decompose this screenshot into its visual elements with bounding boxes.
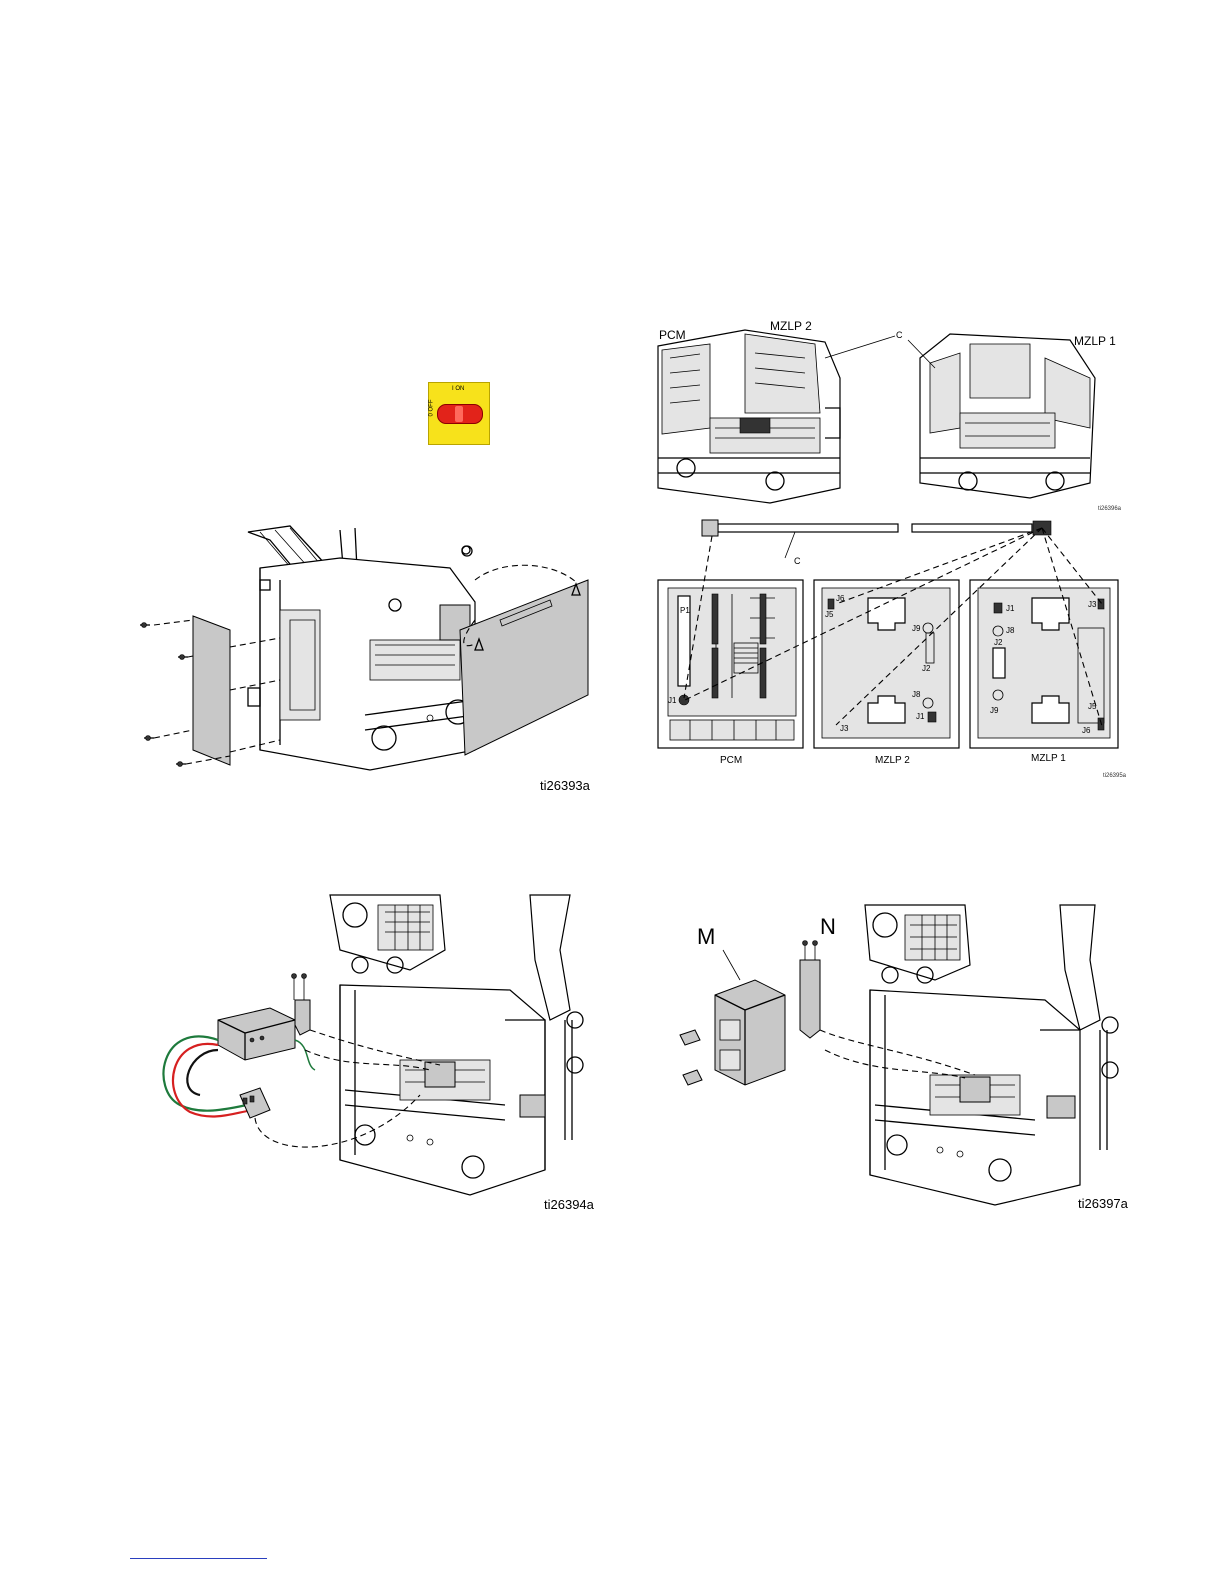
- label-cable-c-bottom: C: [794, 556, 801, 566]
- connector-j5-mzlp1-label: J5: [1088, 702, 1096, 711]
- switch-knob-icon: [437, 404, 483, 424]
- connector-j8-mzlp2-label: J8: [912, 690, 920, 699]
- control-box-cover-illustration: [130, 520, 610, 800]
- figure-ref-ti26393a: ti26393a: [540, 778, 590, 793]
- board-label-mzlp1: MZLP 1: [1031, 753, 1066, 764]
- figure-ref-ti26395a: ti26395a: [1103, 773, 1126, 779]
- footer-rule: [130, 1558, 267, 1559]
- figure-mount-supply: M N: [675, 900, 1140, 1215]
- connector-j3-mzlp2-label: J3: [840, 724, 848, 733]
- connector-j5-mzlp2-label: J5: [825, 610, 833, 619]
- connector-j8-mzlp1-label: J8: [1006, 626, 1014, 635]
- switch-off-label: 0 OFF: [429, 399, 435, 416]
- power-supply-illustration: [140, 890, 610, 1215]
- connector-j1-mzlp2-label: J1: [916, 712, 924, 721]
- figure-ref-ti26394a: ti26394a: [544, 1197, 594, 1212]
- new-power-supply-illustration: [675, 900, 1140, 1215]
- figure-cable-routing: PCM MZLP 2 C MZLP 1: [650, 318, 1130, 788]
- disconnect-switch-graphic: I ON 0 OFF: [428, 382, 490, 445]
- switch-on-label: I ON: [452, 386, 464, 392]
- connector-j1-pcm-label: J1: [668, 696, 676, 705]
- connector-j2-mzlp1-label: J2: [994, 638, 1002, 647]
- connector-j9-mzlp1-label: J9: [990, 706, 998, 715]
- figure-ref-ti26396a: ti26396a: [1098, 506, 1121, 512]
- screw-icon: [140, 623, 188, 767]
- board-label-pcm: PCM: [720, 755, 742, 766]
- cable-routing-illustration: [650, 318, 1130, 788]
- connector-j9-mzlp2-label: J9: [912, 624, 920, 633]
- figure-ref-ti26397a: ti26397a: [1078, 1196, 1128, 1211]
- connector-j3-mzlp1-label: J3: [1088, 600, 1096, 609]
- connector-j6-mzlp1-label: J6: [1082, 726, 1090, 735]
- figure-power-supply: ti26394a: [140, 890, 610, 1215]
- board-label-mzlp2: MZLP 2: [875, 755, 910, 766]
- connector-j1-mzlp1-label: J1: [1006, 604, 1014, 613]
- connector-j6-mzlp2-label: J6: [836, 594, 844, 603]
- connector-j2-mzlp2-label: J2: [922, 664, 930, 673]
- figure-remove-covers: ti26393a: [130, 520, 610, 800]
- connector-p1-label: P1: [680, 606, 690, 615]
